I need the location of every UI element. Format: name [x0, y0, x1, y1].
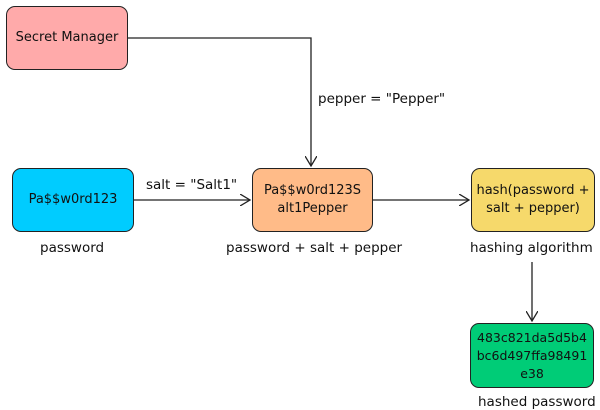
hashed-password-node: 483c821da5d5b4bc6d497ffa98491e38 — [470, 323, 594, 388]
pepper-arrow — [128, 37, 311, 166]
combined-label: password + salt + pepper — [226, 240, 403, 256]
connectors — [128, 37, 600, 400]
hash-function-node: hash(password + salt + pepper) — [471, 168, 595, 232]
secret-manager-node: Secret Manager — [6, 6, 128, 70]
password-node: Pa$$w0rd123 — [12, 168, 134, 232]
hash-function-label: hashing algorithm — [470, 240, 593, 256]
hashed-password-label: hashed password — [478, 394, 596, 410]
password-label: password — [40, 240, 105, 256]
combined-node: Pa$$w0rd123Salt1Pepper — [252, 168, 373, 232]
salt-edge-label: salt = "Salt1" — [146, 177, 238, 193]
pepper-edge-label: pepper = "Pepper" — [318, 91, 446, 107]
